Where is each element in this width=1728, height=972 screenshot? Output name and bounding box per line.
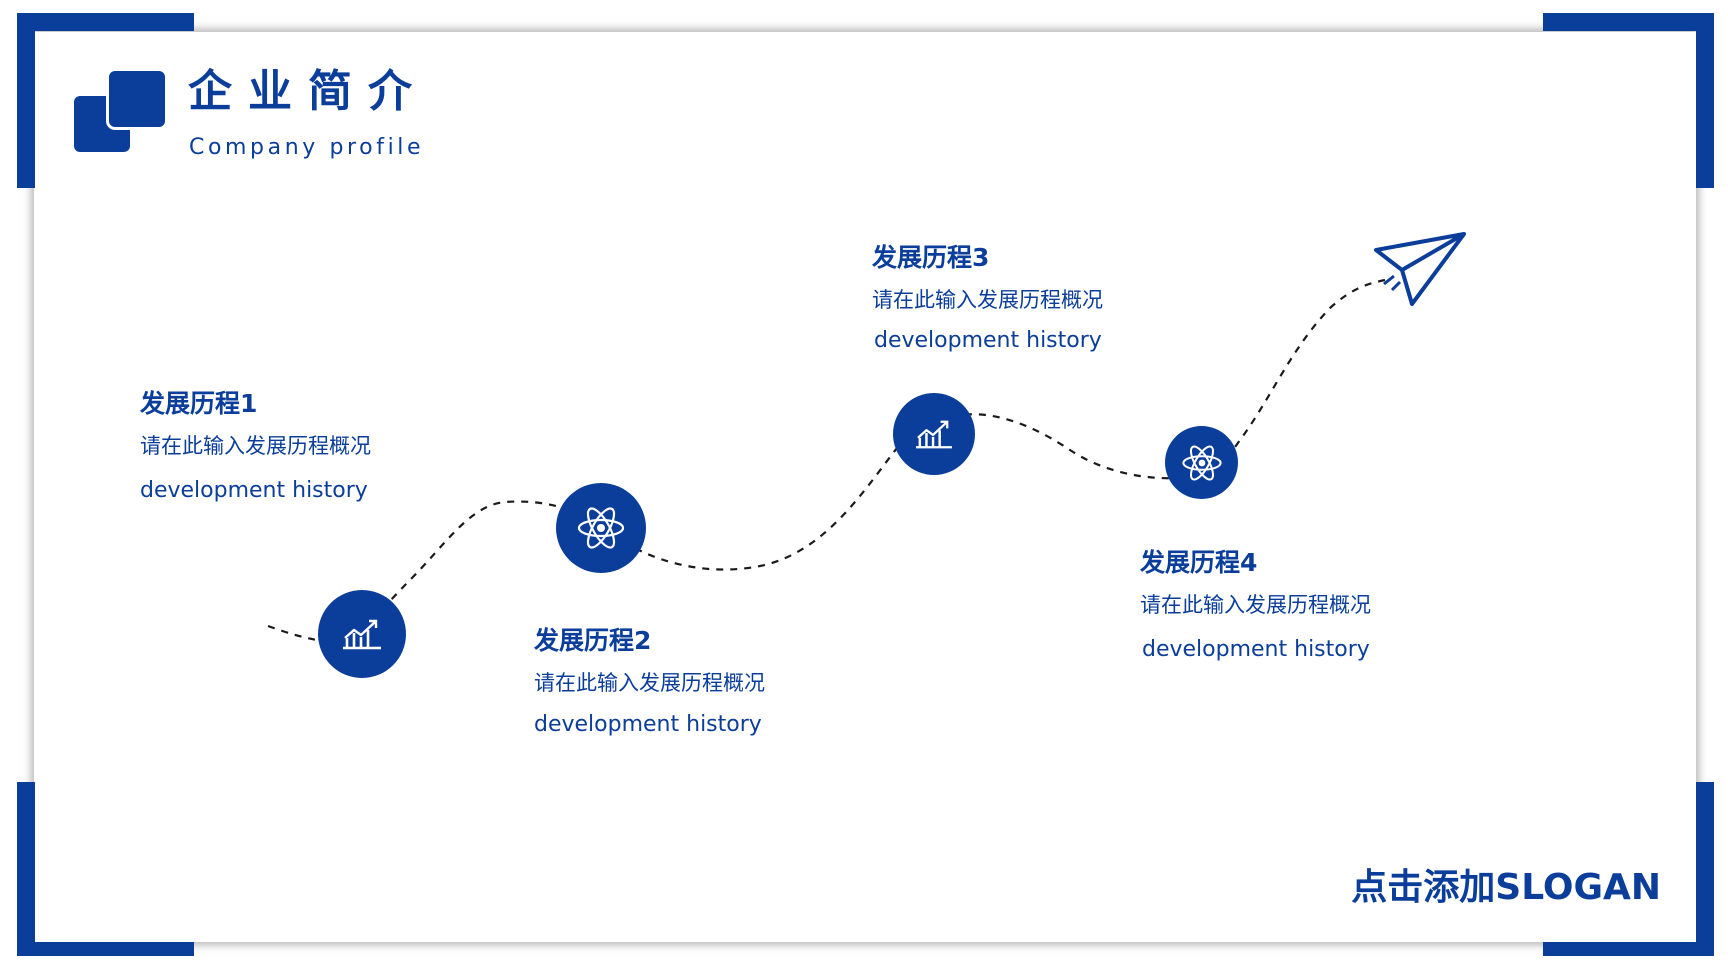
timeline-node-3 — [893, 393, 975, 475]
step-1-desc: 请在此输入发展历程概况 — [140, 434, 371, 458]
step-1-en: development history — [140, 478, 368, 503]
step-1-title: 发展历程1 — [140, 389, 258, 418]
step-3-title: 发展历程3 — [872, 243, 990, 272]
step-2-title: 发展历程2 — [534, 626, 652, 655]
atom-icon — [1181, 445, 1222, 480]
corner-bracket-bottom-right-vertical — [1696, 782, 1714, 956]
step-4-title: 发展历程4 — [1140, 548, 1258, 577]
slogan-text[interactable]: 点击添加SLOGAN — [1351, 867, 1661, 908]
page-subtitle: Company profile — [189, 135, 425, 160]
logo-square-front — [106, 68, 168, 130]
atom-icon — [577, 507, 625, 549]
corner-bracket-bottom-left — [17, 942, 194, 956]
step-2-en: development history — [534, 712, 762, 737]
corner-bracket-top-left-vertical — [17, 13, 35, 188]
corner-bracket-top-left — [17, 13, 194, 31]
step-3-desc: 请在此输入发展历程概况 — [872, 288, 1103, 312]
step-4-desc: 请在此输入发展历程概况 — [1140, 593, 1371, 617]
corner-bracket-top-right-vertical — [1696, 13, 1714, 188]
corner-bracket-top-right — [1543, 13, 1714, 31]
chart-up-icon — [343, 619, 381, 650]
paper-plane-icon — [1374, 232, 1466, 306]
corner-bracket-bottom-left-vertical — [17, 782, 35, 956]
timeline-node-2 — [556, 483, 646, 573]
corner-bracket-bottom-right — [1543, 942, 1714, 956]
logo-squares-icon — [71, 68, 168, 155]
timeline-node-1 — [318, 590, 406, 678]
chart-up-icon — [916, 420, 952, 449]
slide-frame — [34, 32, 1696, 942]
step-3-en: development history — [874, 328, 1102, 353]
step-4-en: development history — [1142, 637, 1370, 662]
timeline-node-4 — [1165, 426, 1238, 499]
page-title: 企业简介 — [188, 66, 428, 117]
step-2-desc: 请在此输入发展历程概况 — [534, 671, 765, 695]
